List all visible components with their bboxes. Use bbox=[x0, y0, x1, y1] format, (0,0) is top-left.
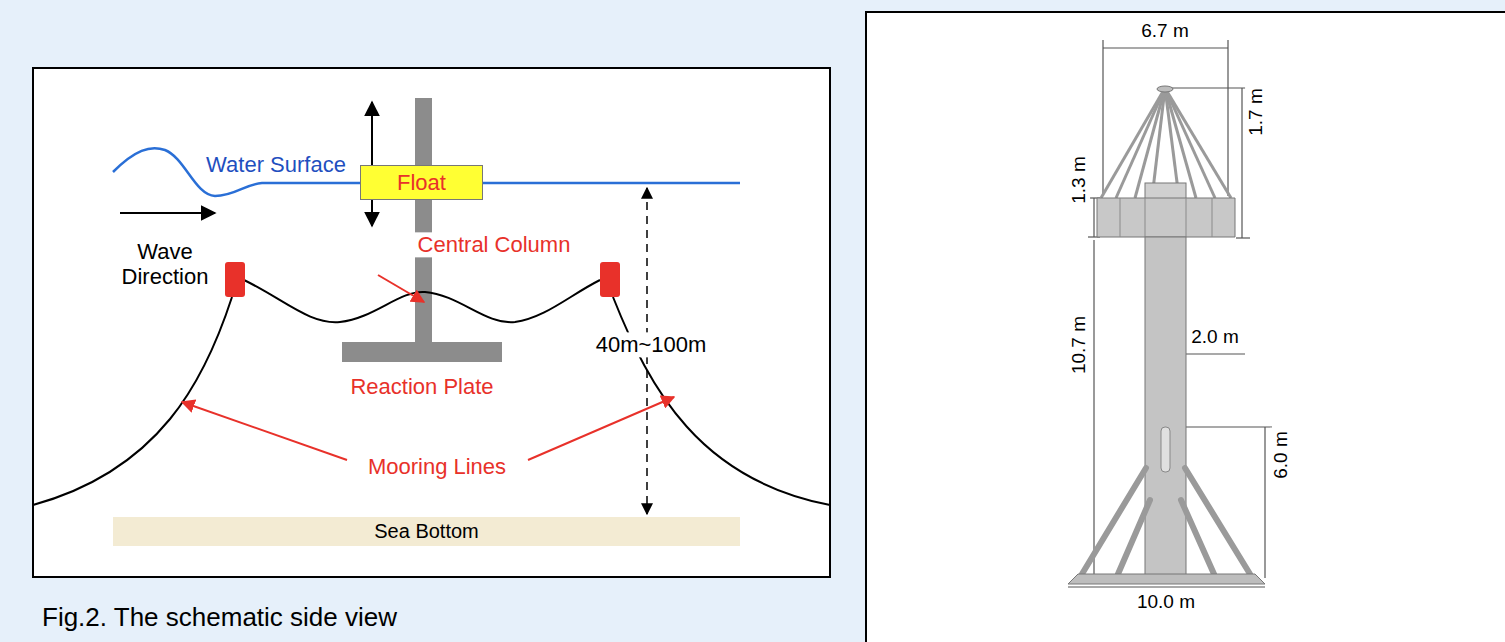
frame-strut bbox=[1116, 88, 1165, 198]
dimension-line bbox=[1241, 88, 1242, 238]
leader-arrow bbox=[182, 402, 347, 460]
part-label: Central Column bbox=[415, 232, 574, 257]
mooring-buoy bbox=[225, 262, 245, 297]
dimension-label: 1.7 m bbox=[1245, 85, 1267, 139]
octagonal-float bbox=[1097, 198, 1235, 237]
heave-arrow bbox=[371, 102, 373, 226]
mooring-line bbox=[33, 297, 232, 505]
support-leg bbox=[1082, 468, 1146, 574]
frame-strut bbox=[1165, 88, 1231, 198]
facet-edge bbox=[1212, 198, 1213, 237]
central-column bbox=[415, 98, 432, 344]
dimension-label: 10.0 m bbox=[1134, 591, 1198, 613]
float-box: Float bbox=[360, 165, 483, 200]
node-text: Float bbox=[397, 170, 446, 195]
dimension-line bbox=[1068, 586, 1265, 587]
dimension-line bbox=[1093, 240, 1094, 580]
part-label: Mooring Lines bbox=[365, 454, 509, 479]
figure-caption: Fig.2. The schematic side view bbox=[42, 602, 397, 633]
extension-line bbox=[1236, 237, 1250, 238]
float-facets bbox=[1120, 198, 1212, 237]
column-slot bbox=[1161, 427, 1170, 472]
dimension-line bbox=[1103, 47, 1228, 48]
dimension-label: 1.3 m bbox=[1068, 153, 1090, 207]
base-plate bbox=[1068, 574, 1265, 584]
support-leg bbox=[1185, 468, 1250, 574]
frame-strut bbox=[1101, 88, 1165, 198]
support-legs bbox=[1082, 468, 1250, 574]
node-text: Sea Bottom bbox=[374, 520, 479, 543]
extension-line bbox=[1102, 40, 1103, 196]
sea-bottom-band: Sea Bottom bbox=[113, 517, 740, 546]
schematic-frame bbox=[33, 68, 830, 577]
dimension-label: 10.7 m bbox=[1068, 313, 1090, 377]
part-label: Reaction Plate bbox=[347, 374, 496, 399]
dimension-label: 2.0 m bbox=[1188, 326, 1242, 348]
dimension-lines bbox=[1068, 40, 1272, 587]
extension-line bbox=[1227, 40, 1228, 196]
support-leg bbox=[1181, 500, 1214, 574]
frame-strut bbox=[1152, 88, 1165, 198]
device-column bbox=[1145, 237, 1186, 577]
facet-edge bbox=[1186, 198, 1187, 237]
dimension-line bbox=[1264, 427, 1265, 578]
reaction-plate bbox=[342, 342, 502, 362]
facet-edge bbox=[1145, 198, 1146, 237]
frame-strut bbox=[1135, 88, 1165, 198]
part-label: Water Surface bbox=[203, 152, 349, 177]
leader-arrow bbox=[528, 397, 674, 460]
part-label: Wave Direction bbox=[107, 239, 223, 290]
dimension-label: 6.0 m bbox=[1270, 428, 1292, 482]
device-frame bbox=[866, 12, 1505, 642]
column-top bbox=[1145, 183, 1186, 199]
leader-arrow bbox=[378, 275, 424, 302]
part-label: 40m~100m bbox=[593, 332, 710, 357]
support-leg bbox=[1118, 500, 1150, 574]
frame-cap bbox=[1157, 86, 1173, 92]
wave-direction-arrow bbox=[120, 212, 215, 214]
mooring-line bbox=[613, 297, 830, 505]
top-frame bbox=[1101, 88, 1231, 198]
extension-line bbox=[1170, 87, 1250, 88]
dimension-line bbox=[1093, 198, 1094, 237]
facet-edge bbox=[1120, 198, 1121, 237]
mooring-buoy bbox=[600, 262, 620, 297]
extension-line bbox=[1180, 426, 1272, 427]
frame-strut bbox=[1165, 88, 1215, 198]
dimension-label: 6.7 m bbox=[1138, 20, 1192, 42]
